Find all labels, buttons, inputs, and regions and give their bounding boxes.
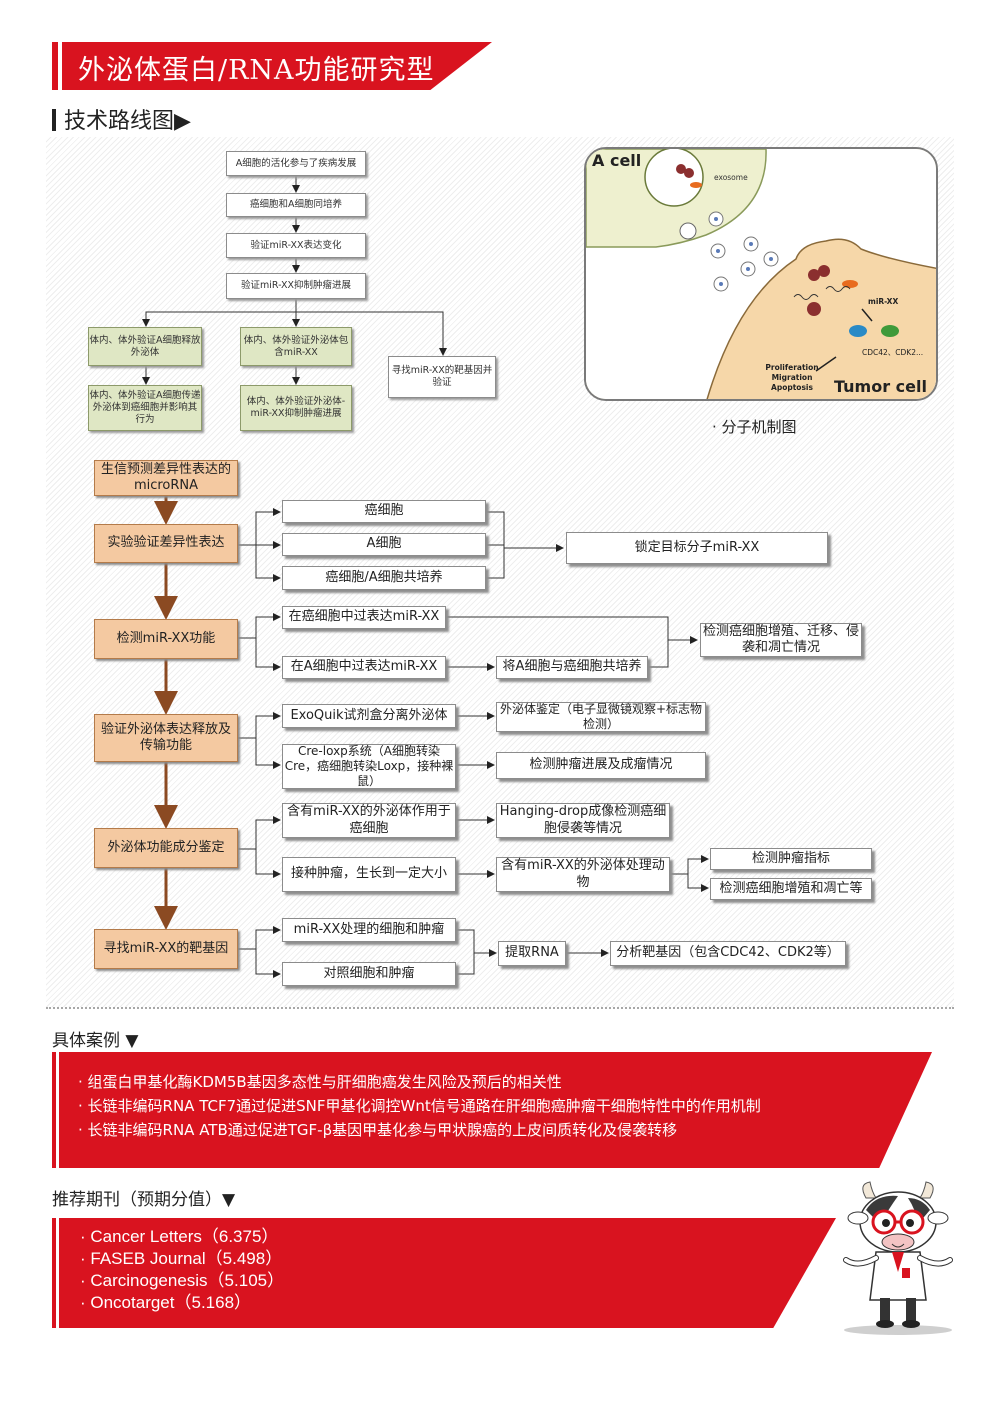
r1-a-cell: A细胞 xyxy=(282,533,486,556)
r2-detect-behavior: 检测癌细胞增殖、迁移、侵袭和凋亡情况 xyxy=(700,623,862,657)
mechanism-caption: · 分子机制图 xyxy=(712,418,797,436)
page-title: 外泌体蛋白/RNA功能研究型 xyxy=(78,55,435,86)
journals-band xyxy=(52,1218,836,1328)
r3-exosome-identify: 外泌体鉴定（电子显微镜观察+标志物检测） xyxy=(496,702,706,732)
r5-extract-rna: 提取RNA xyxy=(498,941,566,966)
r5-control: 对照细胞和肿瘤 xyxy=(282,962,456,986)
label-mirxx: miR-XX xyxy=(868,297,899,306)
step-a-cell-activation: A细胞的活化参与了疾病发展 xyxy=(226,151,366,176)
section-divider xyxy=(46,1007,954,1009)
step-exosome-release: 体内、体外验证A细胞释放外泌体 xyxy=(88,327,202,366)
mechanism-illustration xyxy=(586,149,936,399)
label-genes: CDC42、CDK2... xyxy=(862,348,924,357)
journals-list: · Cancer Letters（6.375） · FASEB Journal（… xyxy=(80,1226,284,1314)
r4-proliferation: 检测癌细胞增殖和凋亡等 xyxy=(710,878,872,900)
journal-item: · FASEB Journal（5.498） xyxy=(80,1249,283,1268)
main-step-predict: 生信预测差异性表达的microRNA xyxy=(94,460,238,496)
step-exosome-transfer: 体内、体外验证A细胞传递外泌体到癌细胞并影响其行为 xyxy=(88,385,202,431)
case-item: · 组蛋白甲基化酶KDM5B基因多态性与肝细胞癌发生风险及预后的相关性 xyxy=(78,1073,562,1091)
r2-overexpress-a: 在A细胞中过表达miR-XX xyxy=(282,656,446,679)
cases-band xyxy=(52,1052,932,1168)
r4-tumor-index: 检测肿瘤指标 xyxy=(710,848,872,870)
step-exosome-content: 体内、体外验证外泌体包含miR-XX xyxy=(240,327,352,366)
mechanism-diagram: A cell exosome miR-XX CDC42、CDK2... Prol… xyxy=(584,147,938,401)
r1-cancer-cell: 癌细胞 xyxy=(282,500,486,523)
r5-analyze-target: 分析靶基因（包含CDC42、CDK2等） xyxy=(610,941,846,966)
r3-cre-loxp: Cre-loxp系统（A细胞转染Cre，癌细胞转染Loxp，接种裸鼠） xyxy=(282,744,456,789)
case-item: · 长链非编码RNA TCF7通过促进SNF甲基化调控Wnt信号通路在肝细胞癌肿… xyxy=(78,1097,761,1115)
label-tumor-cell: Tumor cell xyxy=(834,377,927,396)
effect-migration: Migration xyxy=(771,373,813,382)
journal-item: · Carcinogenesis（5.105） xyxy=(80,1271,285,1290)
step-coculture: 癌细胞和A细胞同培养 xyxy=(226,193,366,217)
cases-list: · 组蛋白甲基化酶KDM5B基因多态性与肝细胞癌发生风险及预后的相关性 · 长链… xyxy=(78,1070,918,1142)
r2-overexpress-cancer: 在癌细胞中过表达miR-XX xyxy=(282,606,446,629)
label-exosome: exosome xyxy=(714,173,748,182)
section-heading-roadmap: 技术路线图▶ xyxy=(52,103,191,135)
journals-heading: 推荐期刊（预期分值）▼ xyxy=(52,1190,236,1210)
step-find-target: 寻找miR-XX的靶基因并验证 xyxy=(388,356,496,398)
main-step-component: 外泌体功能成分鉴定 xyxy=(94,828,238,868)
effect-apoptosis: Apoptosis xyxy=(771,383,813,392)
main-step-exosome: 验证外泌体表达释放及传输功能 xyxy=(94,714,238,762)
r4-treat-animal: 含有miR-XX的外泌体处理动物 xyxy=(496,857,670,892)
r1-coculture: 癌细胞/A细胞共培养 xyxy=(282,566,486,590)
step-verify-inhibition: 验证miR-XX抑制肿瘤进展 xyxy=(226,273,366,299)
r5-treated: miR-XX处理的细胞和肿瘤 xyxy=(282,918,456,942)
main-step-function: 检测miR-XX功能 xyxy=(94,619,238,659)
cow-mascot-icon xyxy=(843,1181,953,1335)
effect-proliferation: Proliferation xyxy=(765,363,819,372)
r4-inoculate: 接种肿瘤，生长到一定大小 xyxy=(282,857,456,892)
journal-item: · Cancer Letters（6.375） xyxy=(80,1227,279,1246)
main-step-validate: 实验验证差异性表达 xyxy=(94,524,238,563)
case-item: · 长链非编码RNA ATB通过促进TGF-β基因甲基化参与甲状腺癌的上皮间质转… xyxy=(78,1121,678,1139)
journal-item: · Oncotarget（5.168） xyxy=(80,1293,252,1312)
step-verify-expression: 验证miR-XX表达变化 xyxy=(226,233,366,258)
cases-heading: 具体案例 ▼ xyxy=(52,1031,139,1051)
label-effects: Proliferation Migration Apoptosis xyxy=(762,363,822,393)
r1-lock-target: 锁定目标分子miR-XX xyxy=(566,532,828,564)
r4-hanging-drop: Hanging-drop成像检测癌细胞侵袭等情况 xyxy=(496,803,670,838)
section-heading-label: 技术路线图▶ xyxy=(64,109,191,134)
label-a-cell: A cell xyxy=(592,151,642,170)
main-step-target: 寻找miR-XX的靶基因 xyxy=(94,929,238,969)
r3-tumor-detect: 检测肿瘤进展及成瘤情况 xyxy=(496,752,706,779)
r3-exoquik: ExoQuik试剂盒分离外泌体 xyxy=(282,704,456,728)
title-banner xyxy=(52,42,492,90)
step-exosome-inhibition: 体内、体外验证外泌体-miR-XX抑制肿瘤进展 xyxy=(240,385,352,431)
r4-exosome-act: 含有miR-XX的外泌体作用于癌细胞 xyxy=(282,803,456,838)
r2-coculture: 将A细胞与癌细胞共培养 xyxy=(496,656,648,679)
